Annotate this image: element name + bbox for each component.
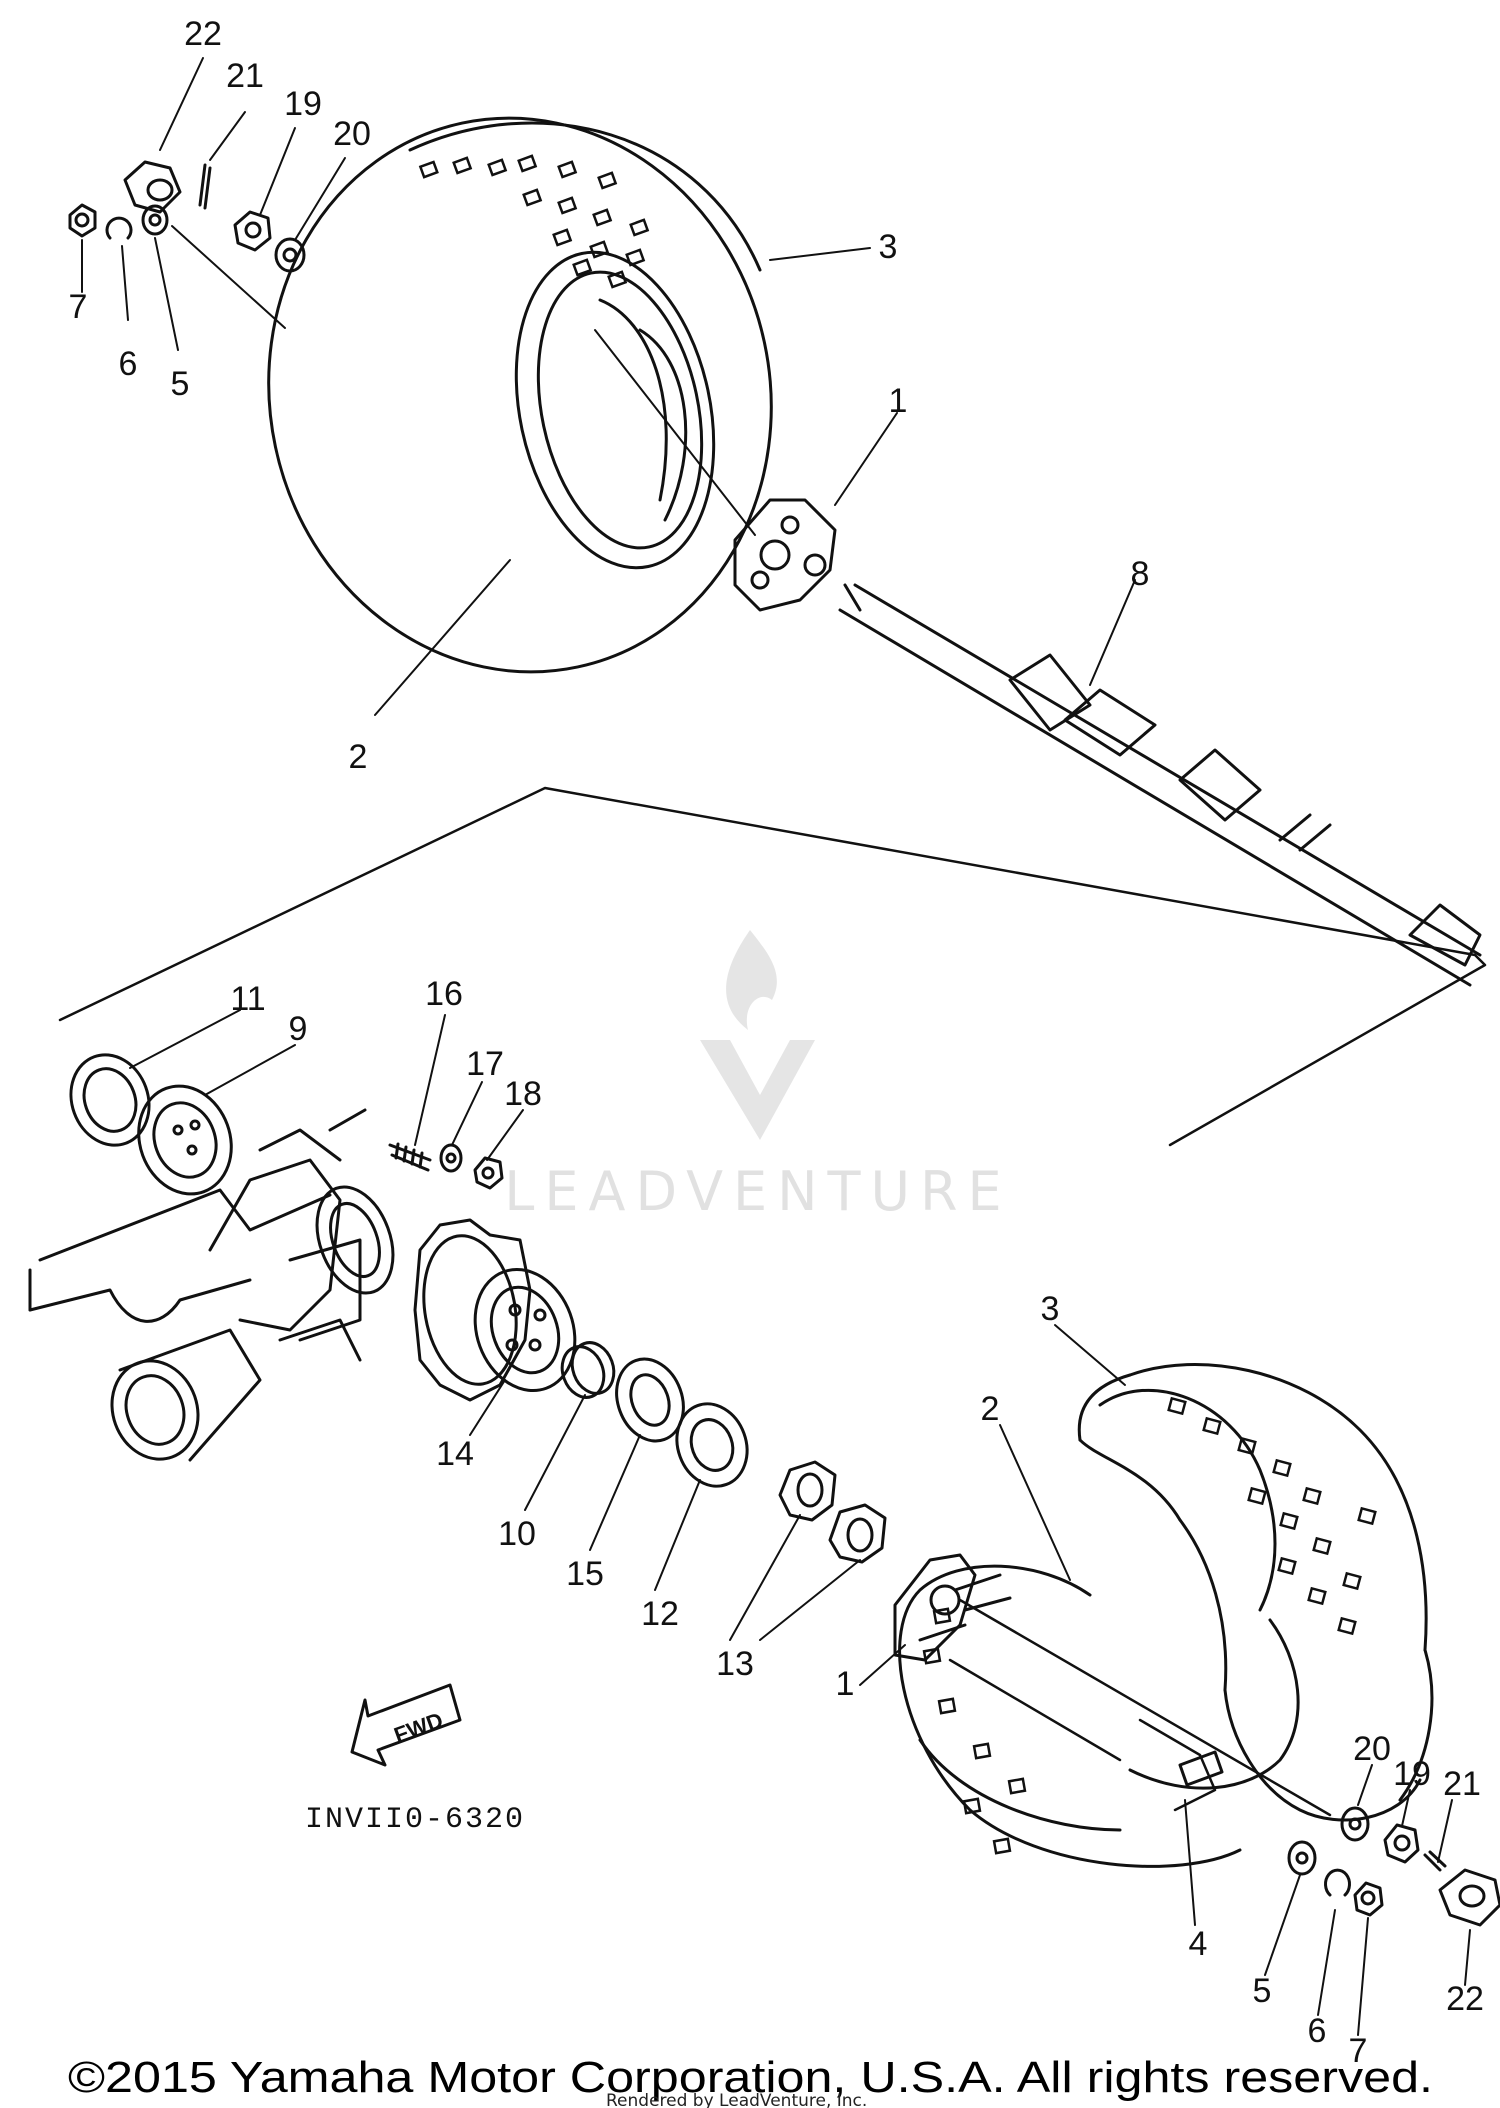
- rear-axle: [838, 583, 1482, 987]
- callout-4: 4: [1189, 1925, 1208, 1963]
- swingarm-housing: [28, 1108, 395, 1462]
- oil-seal-12: [675, 1402, 749, 1488]
- reference-outline: [58, 786, 1487, 1147]
- callout-labels: 22 21 19 20 3 7 6 5 1 8 2 11 9 16 17 18 …: [69, 15, 1484, 2070]
- lower-hardware: [1178, 1750, 1500, 1927]
- callout-20-lower: 20: [1353, 1730, 1391, 1768]
- callout-8: 8: [1131, 555, 1150, 593]
- hub-flange: [413, 1218, 532, 1402]
- bolt-16: [388, 1142, 432, 1172]
- callout-5-upper: 5: [171, 365, 190, 403]
- nut-19b: [1383, 1823, 1420, 1864]
- cotter-pin-21b: [1423, 1850, 1447, 1872]
- fwd-arrow-icon: FWD: [350, 1683, 462, 1767]
- callout-11: 11: [230, 980, 265, 1018]
- washer-5a: [141, 204, 169, 236]
- callout-6-upper: 6: [119, 345, 138, 383]
- oil-seal-11: [69, 1053, 151, 1147]
- drawing-code: INVII0-6320: [305, 1803, 525, 1837]
- wheel-hub-upper: [733, 498, 837, 612]
- copyright-notice: ©2015 Yamaha Motor Corporation, U.S.A. A…: [68, 2053, 1433, 2102]
- tire-tread-upper: [418, 154, 650, 289]
- callout-17: 17: [466, 1045, 504, 1083]
- callout-9: 9: [289, 1010, 308, 1048]
- v-logo-icon: [700, 1040, 815, 1140]
- leadventure-watermark: LEADVENTURE: [504, 930, 1011, 1223]
- nuts-13: [778, 1460, 887, 1564]
- callout-3-lower: 3: [1041, 1290, 1060, 1328]
- rear-tire-lower: [898, 1362, 1434, 1868]
- callout-2-upper: 2: [349, 738, 368, 776]
- watermark-text: LEADVENTURE: [504, 1160, 1011, 1223]
- callout-19-upper: 19: [284, 85, 322, 123]
- leader-lines-middle: [129, 1009, 861, 1641]
- washer-20a: [274, 237, 306, 273]
- stud-4: [1178, 1750, 1224, 1787]
- callout-22-lower: 22: [1446, 1980, 1484, 2018]
- washer-5b: [1287, 1840, 1317, 1876]
- washer-20b: [1340, 1806, 1370, 1842]
- callout-15: 15: [566, 1555, 604, 1593]
- callout-5-lower: 5: [1253, 1972, 1272, 2010]
- callout-10: 10: [498, 1515, 536, 1553]
- washer-17: [439, 1143, 463, 1173]
- wheel-bolt-axis: [948, 1598, 1332, 1817]
- lock-washer-6a: [105, 216, 133, 240]
- callout-21-upper: 21: [226, 57, 264, 95]
- callout-1-lower: 1: [836, 1665, 855, 1703]
- nut-7b: [1353, 1881, 1384, 1917]
- cotter-pin-21a: [198, 163, 212, 210]
- bearing-9: [137, 1084, 233, 1196]
- leader-lines-lower: [859, 1324, 1471, 2036]
- castle-nut-22b: [1438, 1868, 1500, 1927]
- callout-20-upper: 20: [333, 115, 371, 153]
- callout-1-upper: 1: [889, 382, 908, 420]
- callout-14: 14: [436, 1435, 474, 1473]
- rear-tire-upper: [267, 116, 773, 674]
- callout-19-lower: 19: [1393, 1755, 1431, 1793]
- nut-19a: [233, 210, 272, 252]
- callout-21-lower: 21: [1443, 1765, 1481, 1803]
- callout-6-lower: 6: [1308, 2012, 1327, 2050]
- fwd-label: FWD: [391, 1707, 447, 1748]
- callout-3-upper: 3: [879, 228, 898, 266]
- rendered-by-note: Rendered by LeadVenture, Inc.: [606, 2091, 867, 2108]
- castle-nut-22a: [123, 160, 182, 214]
- callout-7-lower: 7: [1349, 2032, 1368, 2070]
- callout-22-upper: 22: [184, 15, 222, 53]
- callout-16: 16: [425, 975, 463, 1013]
- spacer-10: [560, 1341, 616, 1399]
- callout-7-upper: 7: [69, 288, 88, 326]
- bearing-14: [473, 1267, 577, 1393]
- callout-18: 18: [504, 1075, 542, 1113]
- nut-18: [473, 1156, 504, 1190]
- callout-12: 12: [641, 1595, 679, 1633]
- callout-2-lower: 2: [981, 1390, 1000, 1428]
- tire-tread-lower: [922, 1396, 1377, 1855]
- flame-icon: [726, 930, 777, 1030]
- callout-13: 13: [716, 1645, 754, 1683]
- bearing-15: [615, 1357, 685, 1443]
- upper-hardware: [68, 160, 306, 273]
- leader-lines-upper: [81, 57, 1136, 716]
- lock-washer-6b: [1324, 1868, 1351, 1897]
- nut-7a: [68, 203, 97, 238]
